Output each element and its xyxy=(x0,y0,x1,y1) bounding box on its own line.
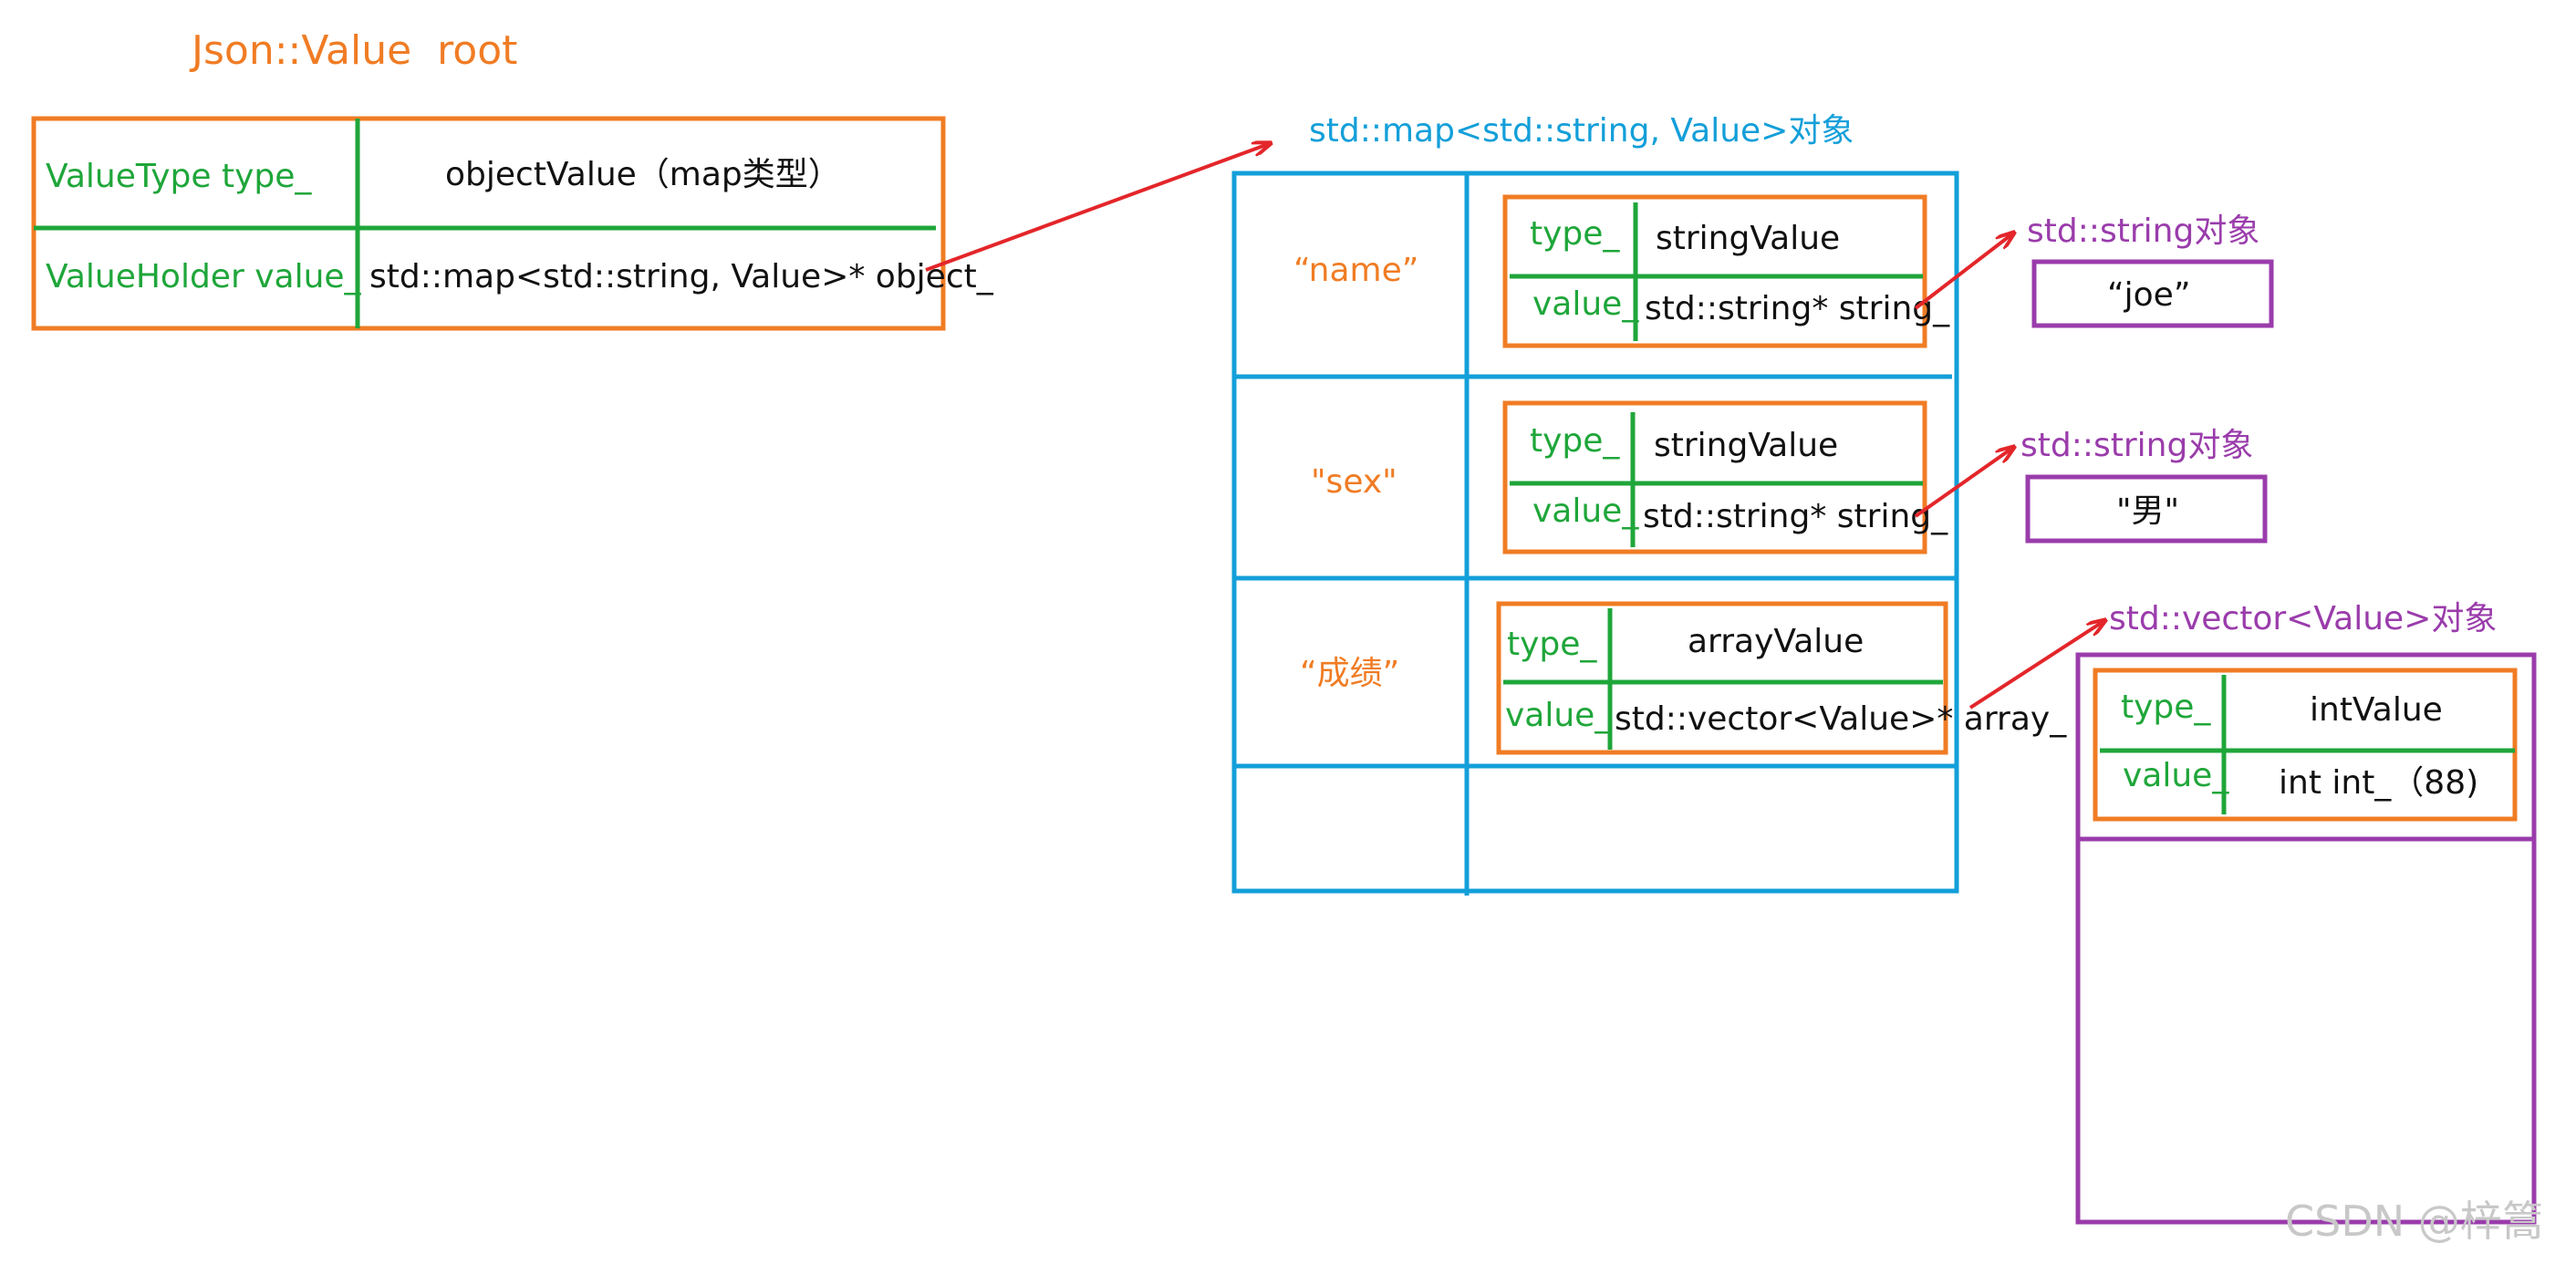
entry-sex-value-box: type_ stringValue value_ std::string* st… xyxy=(1502,400,1948,554)
string-object-box-1: “joe” xyxy=(2031,259,2274,328)
entry-name-value-pointer: std::string* string_ xyxy=(1645,290,1950,327)
string-object-box-2: "男" xyxy=(2025,474,2268,544)
watermark: CSDN @梓篙 xyxy=(2285,1197,2544,1246)
map-table xyxy=(1231,171,1959,896)
string-object-title-1: std::string对象 xyxy=(2027,212,2259,250)
vector-element-box: type_ intValue value_ int int_（88) xyxy=(2093,668,2518,822)
entry-sex-value-pointer: std::string* string_ xyxy=(1643,498,1948,535)
arrow-name-to-string xyxy=(1914,233,2014,310)
string-object-value-2: "男" xyxy=(2116,492,2179,530)
arrow-root-to-map xyxy=(925,143,1271,272)
root-title: Json::Value root xyxy=(189,27,517,74)
entry-name-value-box: type_ stringValue value_ std::string* st… xyxy=(1502,194,1950,348)
entry-score-value-box: type_ arrayValue value_ std::vector<Valu… xyxy=(1496,601,2067,755)
string-object-value-1: “joe” xyxy=(2107,276,2190,314)
entry-score-value-pointer: std::vector<Value>* array_ xyxy=(1615,700,2067,738)
root-type-label: ValueType type_ xyxy=(46,158,312,195)
vector-element-type-value: intValue xyxy=(2310,691,2443,729)
entry-name-type-label: type_ xyxy=(1530,215,1620,253)
vector-element-value-label: value_ xyxy=(2123,757,2229,794)
entry-sex-type-label: type_ xyxy=(1530,422,1620,460)
root-value-label: ValueHolder value_ xyxy=(46,258,362,295)
vector-box xyxy=(2075,652,2537,1225)
vector-title: std::vector<Value>对象 xyxy=(2109,600,2497,637)
arrow-sex-to-string xyxy=(1914,447,2014,518)
vector-element-type-label: type_ xyxy=(2121,689,2211,726)
map-title: std::map<std::string, Value>对象 xyxy=(1309,112,1854,150)
root-value-box: ValueType type_ objectValue（map类型） Value… xyxy=(31,116,994,331)
entry-name-value-label: value_ xyxy=(1532,285,1639,323)
root-value-pointer: std::map<std::string, Value>* object_ xyxy=(369,258,994,295)
arrow-score-to-vector xyxy=(1968,620,2105,710)
map-key-sex: "sex" xyxy=(1311,463,1397,501)
entry-score-value-label: value_ xyxy=(1505,697,1612,734)
entry-name-type-value: stringValue xyxy=(1656,220,1840,257)
entry-score-type-value: arrayValue xyxy=(1688,623,1864,660)
vector-element-value-value: int int_（88) xyxy=(2279,764,2478,802)
entry-score-type-label: type_ xyxy=(1507,626,1597,663)
entry-sex-type-value: stringValue xyxy=(1654,427,1838,464)
entry-sex-value-label: value_ xyxy=(1532,492,1639,530)
string-object-title-2: std::string对象 xyxy=(2020,427,2253,464)
map-key-score: “成绩” xyxy=(1300,655,1399,692)
map-key-name: “name” xyxy=(1293,252,1418,289)
root-type-value: objectValue（map类型） xyxy=(445,156,841,193)
